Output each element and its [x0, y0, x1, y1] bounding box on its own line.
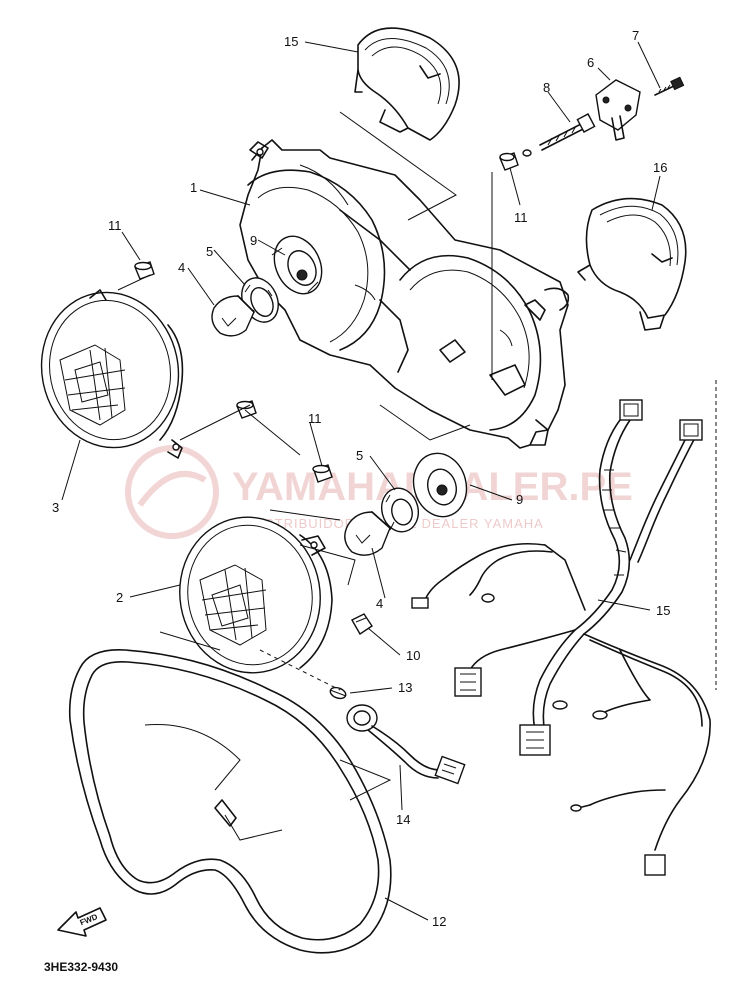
callout-11-left: 11 [108, 218, 122, 233]
callout-12: 12 [432, 914, 446, 929]
diagram-code: 3HE332-9430 [44, 960, 118, 974]
callout-6: 6 [587, 55, 594, 70]
part-16-wire-harness [411, 399, 711, 876]
part-1-headlight-housing [239, 139, 570, 449]
callout-1: 1 [190, 180, 197, 195]
callout-7: 7 [632, 28, 639, 43]
part-14-socket [346, 704, 466, 785]
callout-13: 13 [398, 680, 412, 695]
part-11-nut-mid-a [236, 400, 257, 419]
callout-15-right: 16 [653, 160, 667, 175]
callout-leaders [61, 41, 661, 921]
part-12-cover-frame [68, 649, 392, 954]
callout-4-upper: 4 [178, 260, 185, 275]
part-11-nut-left [134, 261, 155, 280]
part-4-bulb-lower [344, 511, 391, 556]
callout-15-upper: 15 [284, 34, 298, 49]
part-15-cover-right [577, 197, 687, 331]
assembly-guide-lines [117, 111, 717, 801]
part-9-socket-lower [412, 452, 468, 518]
part-11-nut-top [499, 152, 519, 171]
part-6-bracket [595, 79, 641, 141]
callout-4-lower: 4 [376, 596, 383, 611]
part-3-headlight-unit [40, 289, 184, 459]
part-15-cover-upper [354, 27, 460, 141]
callout-2: 2 [116, 590, 123, 605]
forward-arrow-icon: FWD [57, 907, 107, 937]
callout-9-lower: 9 [516, 492, 523, 507]
callout-11-mid: 11 [308, 411, 322, 426]
callout-14: 14 [396, 812, 410, 827]
part-2-headlight-unit [179, 516, 333, 674]
callout-16: 15 [656, 603, 670, 618]
callout-5-upper: 5 [206, 244, 213, 259]
part-10-clip [351, 613, 373, 635]
part-13-bulb [329, 686, 347, 700]
callout-10: 10 [406, 648, 420, 663]
callout-labels: 15 8 6 7 16 1 11 11 9 5 4 3 11 5 9 4 2 1… [52, 28, 670, 929]
part-11-nut-mid-b [312, 464, 333, 483]
part-7-screw [654, 76, 685, 96]
callout-11-top: 11 [514, 210, 528, 225]
callout-3: 3 [52, 500, 59, 515]
part-9-socket-upper [271, 235, 323, 295]
part-5-socket-ring-lower [381, 487, 419, 533]
part-4-bulb-upper [211, 295, 255, 337]
callout-5-lower: 5 [356, 448, 363, 463]
callout-9-upper: 9 [250, 233, 257, 248]
callout-8: 8 [543, 80, 550, 95]
part-8-bolt [522, 113, 596, 157]
